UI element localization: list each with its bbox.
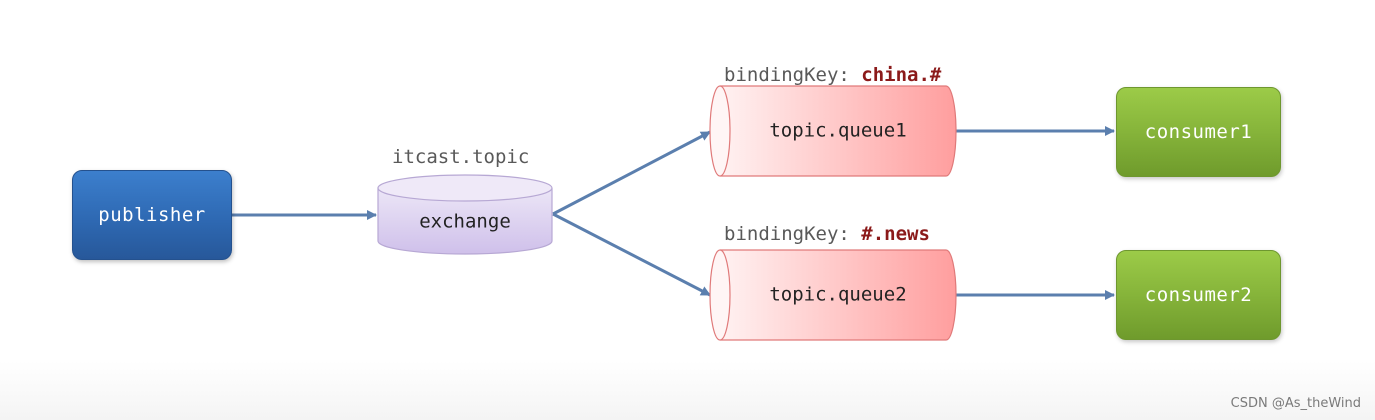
queue2-cylinder [709,249,957,341]
consumer2-label: consumer2 [1144,284,1253,306]
arrow-exchange-to-queue1 [552,130,711,216]
publisher-node: publisher [72,170,232,260]
consumer1-label: consumer1 [1144,121,1253,143]
arrow-exchange-to-queue2 [552,212,711,297]
exchange-cylinder [377,174,553,255]
binding-key-value: #.news [861,223,930,245]
consumer2-node: consumer2 [1116,250,1281,340]
watermark: CSDN @As_theWind [1230,396,1361,411]
binding-key-prefix: bindingKey: [724,223,862,245]
binding-key-prefix: bindingKey: [724,64,862,86]
exchange-name: itcast.topic [392,146,530,168]
queue1-cylinder [709,85,957,177]
queue1-label: topic.queue1 [769,119,907,142]
queue2-label: topic.queue2 [769,283,907,306]
publisher-label: publisher [98,204,206,226]
queue1-binding-key: bindingKey: china.# [724,66,941,85]
queue2-binding-key: bindingKey: #.news [724,225,930,244]
exchange-label: exchange [419,210,511,233]
binding-key-value: china.# [861,64,942,86]
consumer1-node: consumer1 [1116,87,1281,177]
